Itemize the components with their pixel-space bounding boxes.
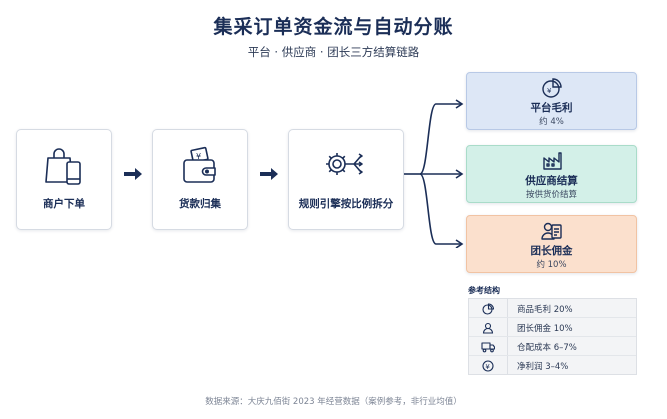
step-rule-engine-split: 规则引擎按比例拆分	[288, 129, 404, 230]
step-label: 商户下单	[43, 198, 85, 210]
destination-platform-margin: ¥ 平台毛利 约 4%	[466, 72, 637, 130]
person-icon	[469, 318, 507, 337]
svg-text:¥: ¥	[196, 152, 201, 161]
reference-row-text: 净利润 3–4%	[517, 362, 569, 372]
reference-row: 仓配成本 6–7%	[469, 337, 636, 356]
data-source-footer: 数据来源：大庆九佰街 2023 年经营数据（案例参考，非行业均值）	[205, 397, 462, 407]
row-divider	[507, 356, 508, 375]
pie-chart-icon	[469, 299, 507, 318]
row-divider	[507, 318, 508, 336]
destination-title: 供应商结算	[525, 175, 578, 187]
step-place-order: 商户下单	[16, 129, 112, 230]
yen-coin-icon: ¥	[469, 356, 507, 375]
destination-supplier-settlement: 供应商结算 按供货价结算	[466, 145, 637, 203]
arrow-right-icon	[124, 168, 142, 180]
reference-row-text: 团长佣金 10%	[517, 324, 573, 334]
factory-icon	[467, 150, 636, 172]
wallet-icon: ¥	[153, 144, 247, 188]
destination-title: 团长佣金	[530, 245, 573, 257]
reference-row-text: 仓配成本 6–7%	[517, 343, 577, 353]
shopping-bag-phone-icon	[17, 144, 111, 188]
reference-title: 参考结构	[468, 286, 500, 295]
arrow-right-icon	[260, 168, 278, 180]
page-subtitle: 平台 · 供应商 · 团长三方结算链路	[247, 45, 420, 59]
person-doc-icon	[467, 220, 636, 242]
branch-connector	[404, 99, 464, 248]
row-divider	[507, 337, 508, 355]
reference-row: 团长佣金 10%	[469, 318, 636, 337]
reference-row: ¥ 净利润 3–4%	[469, 356, 636, 375]
reference-table: 商品毛利 20% 团长佣金 10% 仓配成本 6–7% ¥ 净利润 3–4%	[468, 298, 637, 375]
svg-text:¥: ¥	[485, 362, 490, 370]
truck-icon	[469, 337, 507, 356]
step-collect-funds: ¥ 货款归集	[152, 129, 248, 230]
svg-text:¥: ¥	[547, 87, 552, 95]
reference-row-text: 商品毛利 20%	[517, 305, 573, 315]
reference-row: 商品毛利 20%	[469, 299, 636, 318]
step-label: 规则引擎按比例拆分	[298, 198, 394, 210]
pie-chart-icon: ¥	[467, 77, 636, 99]
destination-subtitle: 约 10%	[536, 260, 567, 270]
gear-split-icon	[289, 144, 403, 188]
destination-leader-commission: 团长佣金 约 10%	[466, 215, 637, 273]
page-title: 集采订单资金流与自动分账	[213, 16, 454, 38]
destination-title: 平台毛利	[530, 102, 573, 114]
row-divider	[507, 299, 508, 317]
destination-subtitle: 按供货价结算	[525, 190, 577, 200]
step-label: 货款归集	[179, 198, 221, 210]
destination-subtitle: 约 4%	[539, 117, 564, 127]
